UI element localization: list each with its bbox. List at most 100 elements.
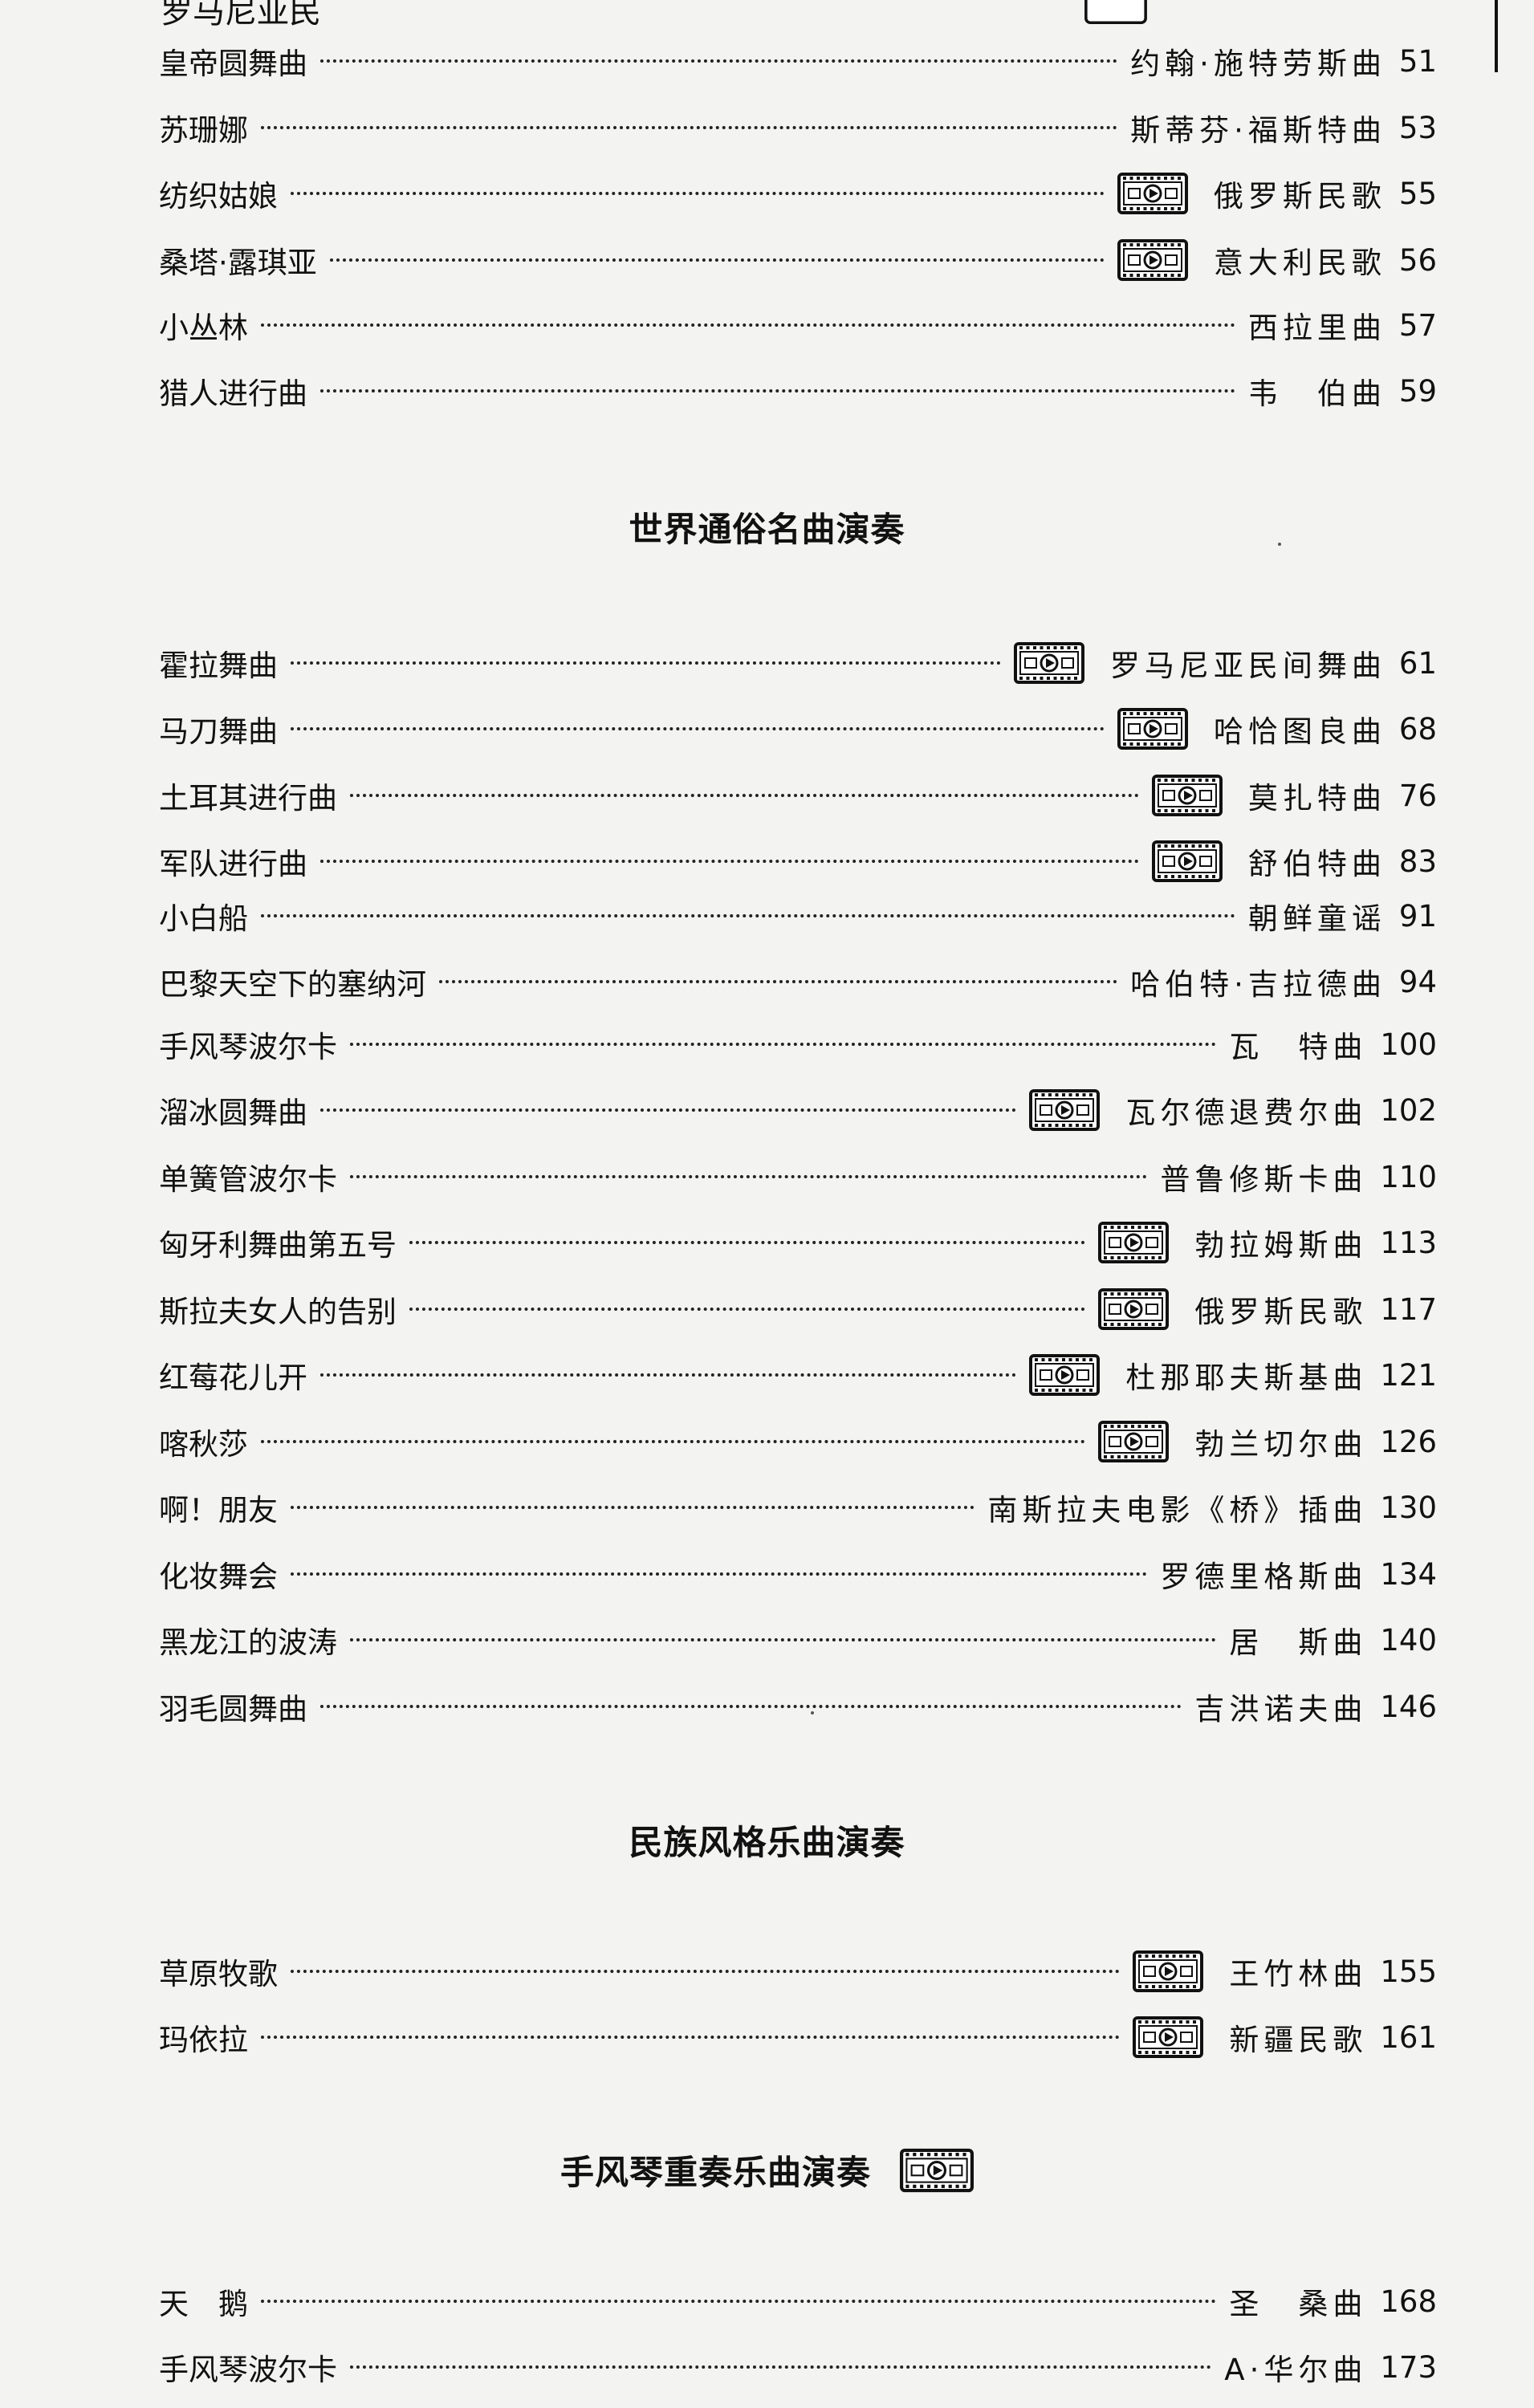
toc-entry[interactable]: 草原牧歌 王竹林曲 155 (159, 1949, 1437, 1994)
section-heading: 民族风格乐曲演奏 (629, 1823, 905, 1862)
toc-entry[interactable]: 黑龙江的波涛 居 斯曲 140 (159, 1617, 1437, 1662)
entry-composer: 罗马尼亚民间舞曲 (1109, 649, 1386, 683)
toc-entry[interactable]: 巴黎天空下的塞纳河 哈伯特·吉拉德曲 94 (159, 959, 1437, 1004)
entry-composer: 勃拉姆斯曲 (1194, 1228, 1368, 1263)
toc-entry[interactable]: 桑塔·露琪亚 意大利民歌 56 (159, 238, 1437, 283)
entry-page-number: 130 (1380, 1490, 1437, 1525)
dot-leader (409, 1236, 1086, 1244)
toc-entry[interactable]: 斯拉夫女人的告别 俄罗斯民歌 117 (159, 1287, 1437, 1332)
toc-entry[interactable]: 单簧管波尔卡 普鲁修斯卡曲 110 (159, 1154, 1437, 1199)
toc-entry[interactable]: 军队进行曲 舒伯特曲 83 (159, 839, 1437, 884)
toc-entry[interactable]: 苏珊娜 斯蒂芬·福斯特曲 53 (159, 105, 1437, 150)
entry-title: 羽毛圆舞曲 (159, 1692, 307, 1727)
toc-entry[interactable]: 小丛林 西拉里曲 57 (159, 303, 1437, 348)
entry-composer: 南斯拉夫电影《桥》插曲 (987, 1493, 1368, 1527)
video-badge-icon[interactable] (1117, 239, 1188, 281)
entry-title: 黑龙江的波涛 (159, 1625, 337, 1660)
toc-entry[interactable]: 溜冰圆舞曲 瓦尔德退费尔曲 102 (159, 1088, 1437, 1133)
entry-page-number: 61 (1398, 645, 1437, 681)
entry-composer: 西拉里曲 (1247, 311, 1386, 345)
video-badge-icon[interactable] (1133, 1950, 1204, 1992)
entry-page-number: 51 (1398, 43, 1437, 79)
entry-composer: 意大利民歌 (1213, 246, 1386, 280)
section-heading-row: 手风琴重奏乐曲演奏 (0, 2146, 1534, 2194)
video-badge-icon[interactable] (1098, 1421, 1170, 1462)
toc-entry[interactable]: 马刀舞曲 哈恰图良曲 68 (159, 706, 1437, 751)
entry-page-number: 121 (1380, 1357, 1437, 1393)
toc-entry[interactable]: 霍拉舞曲 罗马尼亚民间舞曲 61 (159, 641, 1437, 685)
entry-page-number: 94 (1398, 964, 1437, 999)
toc-entry[interactable]: 手风琴波尔卡 A·华尔曲 173 (159, 2345, 1437, 2390)
entry-title: 手风琴波尔卡 (159, 1030, 337, 1064)
dot-leader (320, 1104, 1017, 1112)
section-heading: 世界通俗名曲演奏 (629, 510, 905, 549)
video-badge-icon[interactable] (1151, 775, 1223, 816)
video-badge-icon[interactable] (1151, 840, 1223, 882)
dot-leader (329, 254, 1105, 262)
entry-composer: 朝鲜童谣 (1247, 901, 1386, 936)
video-badge-icon[interactable] (1098, 1288, 1170, 1330)
toc-entry[interactable]: 猎人进行曲 韦 伯曲 59 (159, 368, 1437, 413)
toc-entry[interactable]: 玛依拉 新疆民歌 161 (159, 2015, 1437, 2060)
toc-entry[interactable]: 羽毛圆舞曲 吉洪诺夫曲 146 (159, 1684, 1437, 1729)
entry-page-number: 56 (1398, 242, 1437, 278)
entry-page-number: 55 (1398, 176, 1437, 211)
entry-page-number: 134 (1380, 1556, 1437, 1592)
entry-title: 霍拉舞曲 (159, 649, 278, 683)
entry-title: 苏珊娜 (159, 113, 248, 148)
entry-title: 土耳其进行曲 (159, 781, 337, 816)
entry-composer: 莫扎特曲 (1247, 781, 1386, 816)
toc-entry[interactable]: 天 鹅 圣 桑曲 168 (159, 2279, 1437, 2324)
dot-leader (350, 2361, 1212, 2369)
toc-entry[interactable]: 皇帝圆舞曲 约翰·施特劳斯曲 51 (159, 39, 1437, 83)
toc-entry[interactable]: 土耳其进行曲 莫扎特曲 76 (159, 773, 1437, 818)
toc-entry[interactable]: 匈牙利舞曲第五号 勃拉姆斯曲 113 (159, 1220, 1437, 1265)
dot-leader (350, 1038, 1217, 1046)
entry-title: 手风琴波尔卡 (159, 2353, 337, 2387)
toc-entry[interactable]: 化妆舞会 罗德里格斯曲 134 (159, 1552, 1437, 1597)
toc-entry[interactable]: 喀秋莎 勃兰切尔曲 126 (159, 1419, 1437, 1464)
entry-composer: 瓦尔德退费尔曲 (1125, 1096, 1368, 1130)
toc-entry[interactable]: 纺织姑娘 俄罗斯民歌 55 (159, 171, 1437, 216)
cut-off-entry-fragment: 罗马尼亚民 (161, 0, 321, 31)
dot-leader (409, 1303, 1086, 1311)
entry-page-number: 100 (1380, 1027, 1437, 1062)
dot-leader (320, 1369, 1017, 1377)
entry-page-number: 110 (1380, 1159, 1437, 1194)
entry-composer: 居 斯曲 (1229, 1625, 1368, 1660)
video-badge-icon[interactable] (1013, 642, 1084, 684)
dot-leader (291, 657, 1001, 665)
dot-leader (291, 1965, 1121, 1973)
page-edge-line (1495, 0, 1498, 72)
entry-title: 皇帝圆舞曲 (159, 47, 307, 81)
dot-leader (261, 909, 1235, 917)
entry-page-number: 173 (1380, 2349, 1437, 2385)
entry-title: 单簧管波尔卡 (159, 1162, 337, 1197)
dot-leader (320, 1700, 1182, 1708)
video-badge-icon[interactable] (1029, 1354, 1101, 1396)
toc-entry[interactable]: 手风琴波尔卡 瓦 特曲 100 (159, 1022, 1437, 1067)
entry-title: 天 鹅 (159, 2287, 248, 2321)
section-heading: 手风琴重奏乐曲演奏 (559, 2153, 871, 2192)
toc-entry[interactable]: 小白船 朝鲜童谣 91 (159, 893, 1437, 938)
video-badge-icon[interactable] (1098, 1222, 1170, 1263)
toc-entry[interactable]: 啊！朋友 南斯拉夫电影《桥》插曲 130 (159, 1485, 1437, 1530)
video-badge-icon[interactable] (1117, 708, 1188, 750)
entry-page-number: 91 (1398, 898, 1437, 934)
entry-title: 红莓花儿开 (159, 1361, 307, 1395)
entry-title: 化妆舞会 (159, 1560, 278, 1594)
video-badge-icon[interactable] (1117, 173, 1188, 214)
entry-composer: 勃兰切尔曲 (1194, 1427, 1368, 1462)
dot-leader (291, 722, 1105, 730)
entry-page-number: 161 (1380, 2020, 1437, 2055)
video-badge-icon[interactable] (1133, 2016, 1204, 2058)
entry-title: 啊！朋友 (159, 1493, 278, 1527)
entry-title: 桑塔·露琪亚 (159, 246, 317, 280)
video-badge-icon[interactable] (1029, 1089, 1101, 1131)
toc-entry[interactable]: 红莓花儿开 杜那耶夫斯基曲 121 (159, 1352, 1437, 1397)
video-badge-icon (1084, 0, 1147, 24)
entry-page-number: 102 (1380, 1092, 1437, 1128)
entry-title: 玛依拉 (159, 2023, 248, 2057)
entry-page-number: 126 (1380, 1424, 1437, 1459)
video-badge-icon[interactable] (900, 2147, 974, 2194)
